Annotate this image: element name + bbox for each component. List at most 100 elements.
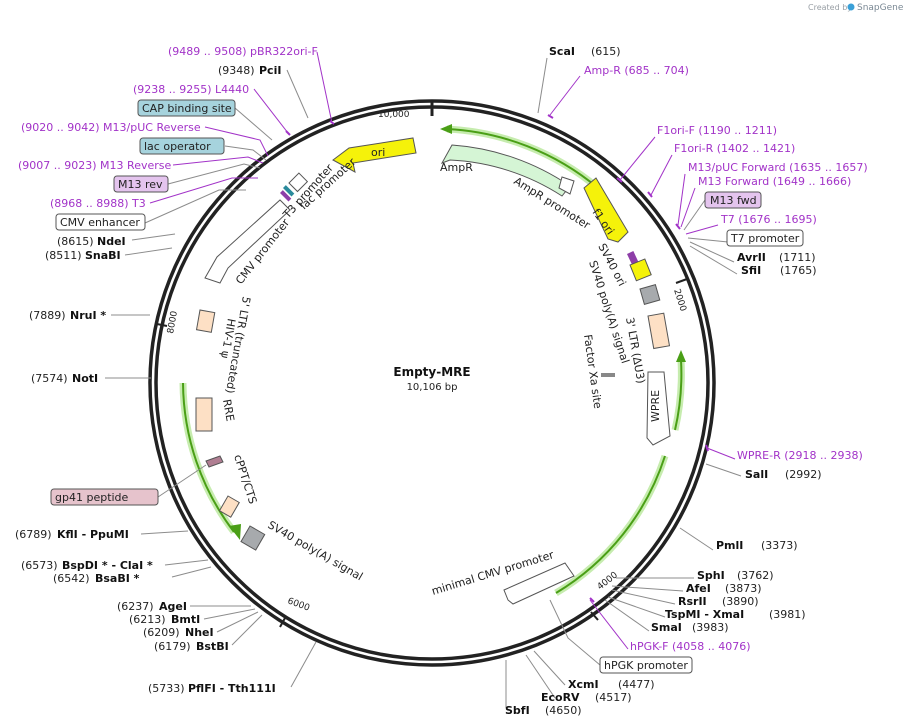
feature-ori[interactable]: ori (332, 137, 417, 173)
lac-operator-marker (283, 185, 295, 197)
feature-minimal-cmv[interactable]: minimal CMV promoter (430, 548, 575, 605)
box-t7-promoter[interactable]: T7 promoter (726, 229, 804, 247)
sv40-polya-left-box[interactable] (240, 525, 266, 551)
label-pmli-pos: (3373) (761, 539, 798, 552)
leader-xcmi (533, 650, 566, 686)
label-bsabi-pos: (6542) (53, 572, 90, 585)
factor-xa-marker (601, 373, 615, 377)
label-agei-pos: (6237) (117, 600, 154, 613)
box-gp41-label: gp41 peptide (55, 491, 129, 504)
box-m13-rev[interactable]: M13 rev (113, 175, 169, 193)
mark-amp-r (547, 114, 554, 119)
label-bmti-name: BmtI (171, 613, 200, 626)
ampr-arrow[interactable] (440, 144, 571, 197)
box-gp41[interactable]: gp41 peptide (50, 488, 159, 506)
mark-l4440 (285, 130, 291, 136)
ltr3-box[interactable] (647, 312, 671, 350)
mark-hpgk-f (589, 597, 595, 603)
box-cap-site[interactable]: CAP binding site (137, 99, 236, 117)
feature-gp41[interactable] (205, 455, 224, 468)
box-lac-operator-label: lac operator (144, 140, 211, 153)
tick-label-2000: 2000 (671, 288, 688, 313)
sv40-polya-right-box[interactable] (629, 258, 652, 282)
credit-brand: SnapGene (857, 3, 904, 13)
sv40-polya-gray-box[interactable] (639, 283, 661, 305)
leader-t7 (685, 224, 719, 235)
feature-cmv-promoter[interactable]: CMV promoter (204, 199, 292, 287)
mark-m13-fwd (675, 223, 681, 230)
leader-f1ori-f (619, 136, 656, 181)
label-pcii-name: PciI (259, 64, 281, 77)
plasmid-length: 10,106 bp (407, 382, 458, 393)
box-lac-operator[interactable]: lac operator (139, 137, 225, 155)
label-smai-name: SmaI (651, 621, 682, 634)
cppt-label: cPPT/CTS (231, 453, 259, 506)
box-cmv-enhancer-rect (55, 213, 146, 231)
feature-f1-ori[interactable]: f1 ori (583, 177, 629, 243)
highlight-arc-right-line (555, 455, 666, 594)
snapgene-credit: Created by SnapGene (808, 3, 904, 13)
label-m13puc-fwd: M13/pUC Forward (1635 .. 1657) (688, 161, 868, 174)
rre-box[interactable] (195, 397, 213, 432)
leader-m13-reverse (172, 156, 264, 166)
tick-label-10000: 10,000 (378, 110, 410, 120)
minimal-cmv-arrow[interactable] (503, 562, 575, 605)
wpre-arrow[interactable] (646, 371, 671, 446)
leader-pcii (286, 69, 309, 119)
label-kfli-name: KflI - PpuMI (57, 528, 129, 541)
lac-promoter-box[interactable] (288, 172, 309, 193)
label-nhei-name: NheI (185, 626, 214, 639)
label-sbfi-name: SbfI (505, 704, 530, 717)
label-scai-pos: (615) (591, 45, 621, 58)
feature-sv40-polya-left[interactable]: SV40 poly(A) signal (240, 518, 366, 583)
feature-cppt[interactable]: cPPT/CTS (218, 453, 260, 518)
label-pbr322: (9489 .. 9508) pBR322ori-F (168, 45, 318, 58)
feature-factor-xa[interactable]: Factor Xa site (581, 334, 615, 410)
box-m13-fwd-label: M13 fwd (710, 194, 757, 207)
label-t3-primer: (8968 .. 8988) T3 (50, 197, 146, 210)
gp41-marker (205, 455, 224, 468)
label-amp-r: Amp-R (685 .. 704) (584, 64, 689, 77)
sv40-polya-left-label: SV40 poly(A) signal (266, 518, 366, 583)
leader-smai (604, 599, 650, 632)
feature-wpre[interactable]: WPRE (646, 371, 671, 446)
rre-label: RRE (220, 398, 237, 422)
label-pmli-name: PmlI (716, 539, 743, 552)
box-hpgk-promoter[interactable]: hPGK promoter (599, 656, 693, 674)
leader-pflfi (290, 641, 317, 688)
cppt-box[interactable] (218, 495, 240, 518)
highlight-arc-top-line (446, 128, 599, 189)
ori-arrow[interactable] (332, 137, 417, 173)
feature-ampr[interactable]: AmpR AmpR promoter (440, 144, 593, 232)
box-gp41-rect (50, 488, 159, 506)
leader-afei (611, 585, 684, 592)
leader-kfli (140, 530, 189, 535)
leader-bmti (203, 608, 256, 620)
leader-l4440 (253, 88, 289, 134)
label-bsabi-name: BsaBI * (95, 572, 140, 585)
leader-lac-operator (224, 145, 267, 161)
leader-snabi (124, 247, 173, 256)
feature-rre[interactable]: RRE (195, 397, 237, 432)
box-cmv-enhancer[interactable]: CMV enhancer (55, 213, 146, 231)
box-hpgk-promoter-rect (599, 656, 693, 674)
label-sali-pos: (2992) (785, 468, 822, 481)
leader-scai (537, 57, 548, 114)
leader-f1ori-r (650, 154, 673, 196)
f1-ori-arrow[interactable] (583, 177, 629, 243)
leader-amp-r (549, 75, 581, 116)
label-sfii-name: SfiI (741, 264, 761, 277)
leader-wpre-r (706, 447, 736, 460)
cmv-promoter-arrow[interactable] (204, 199, 291, 284)
highlight-arrow-wpre (676, 350, 686, 362)
ampr-promoter-arrow[interactable] (558, 176, 575, 195)
leader-sali (705, 463, 742, 477)
label-t7-primer: T7 (1676 .. 1695) (720, 213, 817, 226)
label-ecorv-pos: (4517) (595, 691, 632, 704)
label-kfli-pos: (6789) (15, 528, 52, 541)
ltr5-box[interactable] (195, 309, 216, 333)
label-tspmi-name: TspMI - XmaI (665, 608, 744, 621)
box-m13-fwd[interactable]: M13 fwd (704, 191, 762, 209)
label-ndei-pos: (8615) (57, 235, 94, 248)
highlight-arrow-left (229, 524, 241, 540)
